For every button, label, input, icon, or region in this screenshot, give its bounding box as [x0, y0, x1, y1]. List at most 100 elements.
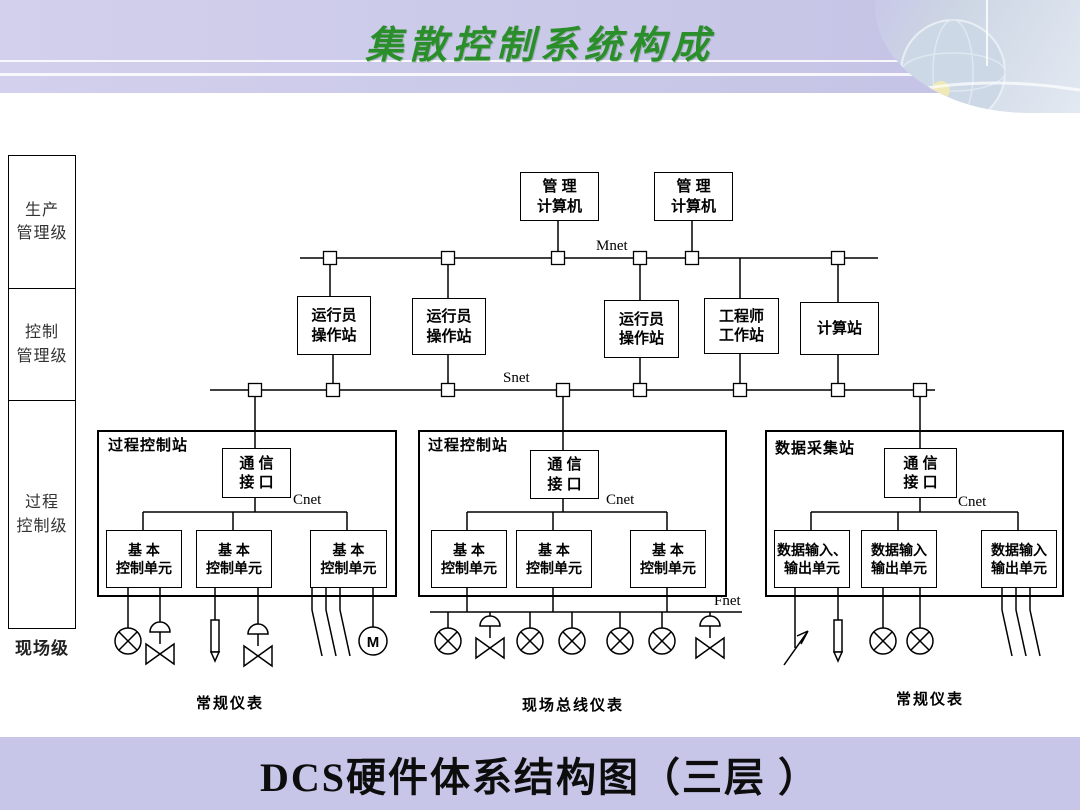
cnet-label-3: Cnet — [958, 494, 987, 510]
level-label: 控制 — [24, 324, 59, 342]
box-label: 计算机 — [536, 197, 582, 215]
fnet-label: Fnet — [714, 593, 741, 609]
box-label: 工程师 — [718, 307, 764, 325]
header-stripe — [0, 60, 1080, 62]
station-title: 过程控制站 — [428, 437, 509, 454]
slide-title: 集散控制系统构成 — [365, 25, 715, 67]
box-label: 数据输入 — [871, 541, 927, 558]
cnet-line-2 — [466, 497, 668, 530]
box-label: 基 本 — [453, 541, 485, 558]
field-instruments-station-3 — [783, 586, 1041, 666]
box-label: 数据输入 — [991, 541, 1047, 558]
snet-label: Snet — [503, 370, 530, 386]
box-label: 计算机 — [670, 197, 716, 215]
box-label: 操作站 — [618, 330, 664, 347]
control-valve-icon — [695, 615, 725, 660]
operator-station-3: 运行员 操作站 — [604, 300, 679, 358]
computing-station: 计算站 — [800, 302, 879, 355]
data-io-unit: 数据输入、 输出单元 — [774, 530, 850, 588]
indicator-icon — [906, 627, 934, 655]
field-caption-3: 常规仪表 — [896, 691, 965, 708]
level-label: 管理级 — [16, 225, 68, 242]
box-label: 工作站 — [718, 327, 764, 344]
box-label: 控制单元 — [116, 560, 172, 576]
basic-control-unit: 基 本 控制单元 — [106, 530, 182, 588]
wiring-leads-icon — [1001, 609, 1041, 657]
indicator-icon — [516, 627, 544, 655]
basic-control-unit: 基 本 控制单元 — [431, 530, 507, 588]
fnet-line — [430, 586, 742, 613]
box-label: 运行员 — [618, 310, 664, 328]
box-label: 基 本 — [128, 541, 160, 558]
box-label: 基 本 — [652, 541, 684, 558]
level-label: 过程 — [24, 494, 59, 512]
indicator-icon — [434, 627, 462, 655]
adjustable-device-icon — [783, 630, 809, 666]
field-instruments-station-1: M — [114, 586, 388, 668]
data-io-unit: 数据输入 输出单元 — [861, 530, 937, 588]
indicator-icon — [869, 627, 897, 655]
box-label: 接 口 — [903, 474, 938, 491]
cnet-line-3 — [810, 496, 1019, 530]
management-computer-1: 管 理 计算机 — [520, 172, 599, 221]
box-label: 基 本 — [538, 541, 570, 558]
box-label: 运行员 — [426, 308, 472, 325]
indicator-icon — [606, 627, 634, 655]
box-label: 控制单元 — [441, 560, 497, 576]
box-label: 操作站 — [311, 326, 357, 344]
hierarchy-sidebar: 生产 管理级 控制 管理级 过程 控制级 — [8, 155, 76, 629]
station-title: 数据采集站 — [775, 440, 856, 457]
snet-line — [210, 352, 935, 450]
mnet-label: Mnet — [596, 238, 628, 254]
box-label: 通 信 — [547, 456, 582, 473]
station-title: 过程控制站 — [108, 437, 189, 454]
level-label: 生产 — [24, 201, 59, 219]
operator-station-1: 运行员 操作站 — [297, 296, 371, 355]
box-label: 输出单元 — [871, 560, 927, 576]
header-stripe — [0, 73, 1080, 76]
basic-control-unit: 基 本 控制单元 — [516, 530, 592, 588]
probe-sensor-icon — [209, 619, 221, 663]
box-label: 运行员 — [311, 307, 357, 324]
box-label: 输出单元 — [784, 560, 840, 576]
box-label: 管 理 — [676, 178, 711, 195]
slide-caption: DCS硬件体系结构图（三层 ） — [259, 754, 821, 800]
field-instruments-station-2 — [434, 612, 725, 660]
level-process-control: 过程 控制级 — [9, 401, 75, 628]
box-label: 接 口 — [239, 474, 274, 491]
data-acquisition-station — [765, 430, 1064, 597]
box-label: 计算站 — [816, 319, 862, 337]
box-label: 控制单元 — [320, 560, 377, 576]
level-control-management: 控制 管理级 — [9, 289, 75, 401]
motor-icon: M — [358, 626, 388, 656]
box-label: 控制单元 — [640, 560, 696, 576]
box-label: 数据输入、 — [777, 541, 847, 558]
control-valve-icon — [145, 621, 175, 666]
box-label: 通 信 — [239, 454, 274, 472]
motor-label: M — [367, 634, 380, 651]
basic-control-unit: 基 本 控制单元 — [630, 530, 706, 588]
indicator-icon — [648, 627, 676, 655]
comm-interface-2: 通 信 接 口 — [530, 450, 599, 499]
process-control-station-2 — [418, 430, 727, 597]
comm-interface-1: 通 信 接 口 — [222, 448, 291, 498]
level-field: 现场级 — [15, 639, 69, 658]
caption-bar: DCS硬件体系结构图（三层 ） — [0, 737, 1080, 810]
process-control-station-1 — [97, 430, 397, 597]
control-valve-icon — [243, 623, 273, 668]
box-label: 输出单元 — [991, 560, 1047, 576]
cnet-line-1 — [142, 496, 348, 530]
box-label: 操作站 — [426, 327, 472, 345]
box-label: 基 本 — [218, 541, 250, 558]
field-caption-2: 现场总线仪表 — [522, 697, 625, 714]
snet-node-squares — [247, 382, 928, 398]
box-label: 基 本 — [332, 541, 365, 558]
level-label: 控制级 — [16, 517, 68, 535]
operator-station-2: 运行员 操作站 — [412, 298, 486, 355]
mnet-node-squares — [322, 250, 846, 266]
field-caption-1: 常规仪表 — [196, 695, 265, 712]
box-label: 管 理 — [542, 178, 577, 195]
comm-interface-3: 通 信 接 口 — [884, 448, 957, 498]
